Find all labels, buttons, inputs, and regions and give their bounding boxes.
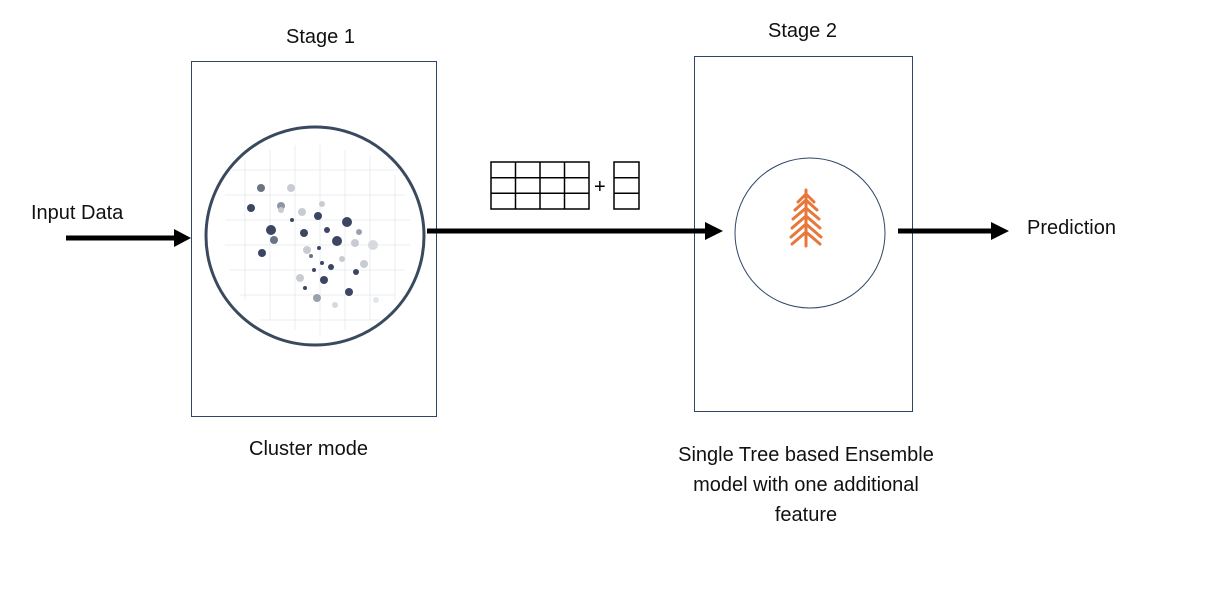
scatter-dot	[278, 207, 284, 213]
prediction-label: Prediction	[1027, 217, 1116, 239]
input-arrow	[66, 229, 191, 247]
stage2-circle	[734, 157, 886, 309]
scatter-dot	[300, 229, 308, 237]
stage-connection-arrow	[427, 222, 723, 240]
scatter-dot	[290, 218, 294, 222]
scatter-dot	[287, 184, 295, 192]
stage1-circle	[204, 125, 426, 347]
scatter-dot	[320, 276, 328, 284]
stage2-caption: Single Tree based Ensemble model with on…	[650, 440, 962, 530]
stage1-title: Stage 1	[286, 26, 355, 48]
output-arrow	[898, 222, 1009, 240]
scatter-dot	[270, 236, 278, 244]
scatter-dot	[303, 286, 307, 290]
scatter-dot	[368, 240, 378, 250]
scatter-dot	[324, 227, 330, 233]
scatter-dot	[266, 225, 276, 235]
additional-feature-column-icon	[613, 161, 640, 210]
stage2-caption-line: Single Tree based Ensemble	[678, 444, 934, 466]
scatter-dot	[317, 246, 321, 250]
scatter-dot	[314, 212, 322, 220]
scatter-grid	[225, 145, 410, 335]
scatter-dot	[257, 184, 265, 192]
scatter-dot	[258, 249, 266, 257]
scatter-dot	[373, 297, 379, 303]
stage2-title: Stage 2	[768, 20, 837, 42]
scatter-dot	[296, 274, 304, 282]
scatter-dot	[312, 268, 316, 272]
tree-icon	[789, 188, 823, 248]
scatter-dot	[298, 208, 306, 216]
stage2-caption-line: feature	[774, 504, 838, 526]
scatter-dot	[360, 260, 368, 268]
scatter-dot	[332, 236, 342, 246]
feature-table-icon	[490, 161, 590, 210]
scatter-dot	[339, 256, 345, 262]
stage1-caption: Cluster mode	[249, 438, 368, 460]
scatter-dot	[351, 239, 359, 247]
input-data-label: Input Data	[31, 202, 124, 224]
stage2-caption-line: model with one additional	[693, 474, 919, 496]
scatter-dot	[247, 204, 255, 212]
plus-sign: +	[594, 176, 606, 198]
scatter-dot	[319, 201, 325, 207]
scatter-dot	[303, 246, 311, 254]
scatter-dot	[309, 254, 313, 258]
scatter-dot	[313, 294, 321, 302]
scatter-dot	[332, 302, 338, 308]
scatter-dot	[356, 229, 362, 235]
scatter-dot	[320, 261, 324, 265]
scatter-dot	[328, 264, 334, 270]
scatter-dot	[353, 269, 359, 275]
scatter-dot	[342, 217, 352, 227]
scatter-cluster-icon	[247, 184, 379, 308]
scatter-dot	[345, 288, 353, 296]
